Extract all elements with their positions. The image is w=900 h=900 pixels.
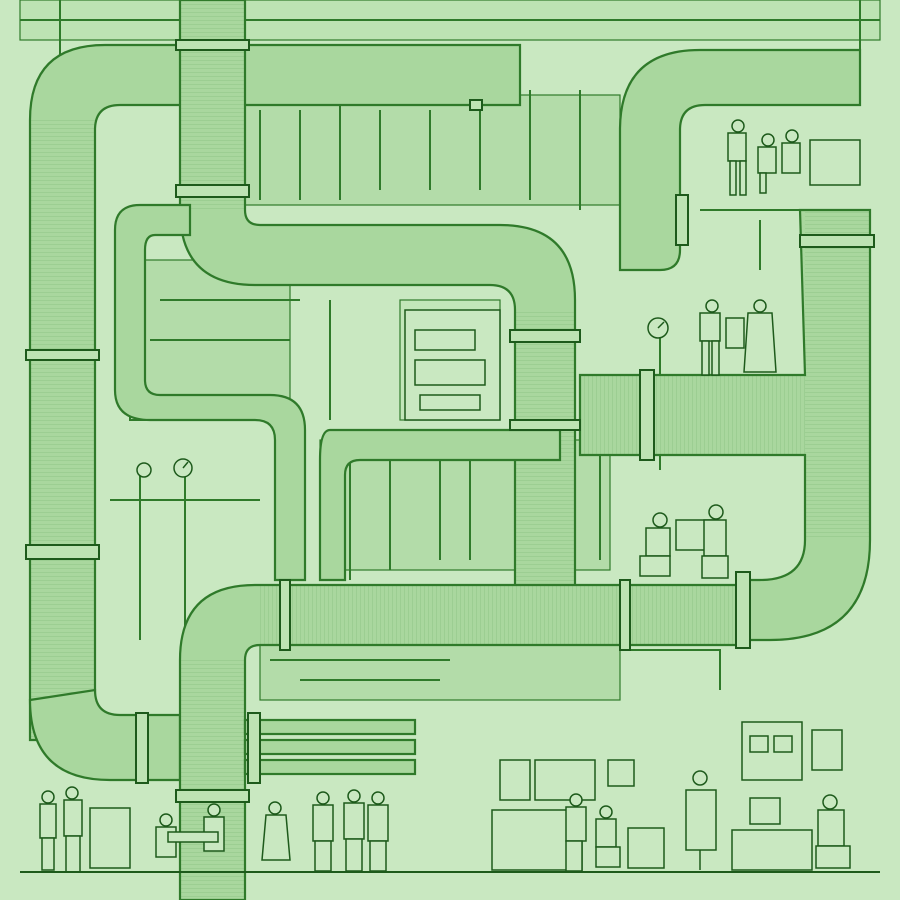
pipe-flanges [25,39,875,803]
workers-mid-right [699,299,777,376]
office-workers [491,721,851,872]
small-pipes [20,0,880,690]
large-pipes [28,0,872,900]
central-machine [404,309,501,421]
desk-workers [639,504,729,579]
street-crowd [39,786,389,873]
pressure-gauges [136,317,669,478]
workers-top-right [727,119,861,196]
